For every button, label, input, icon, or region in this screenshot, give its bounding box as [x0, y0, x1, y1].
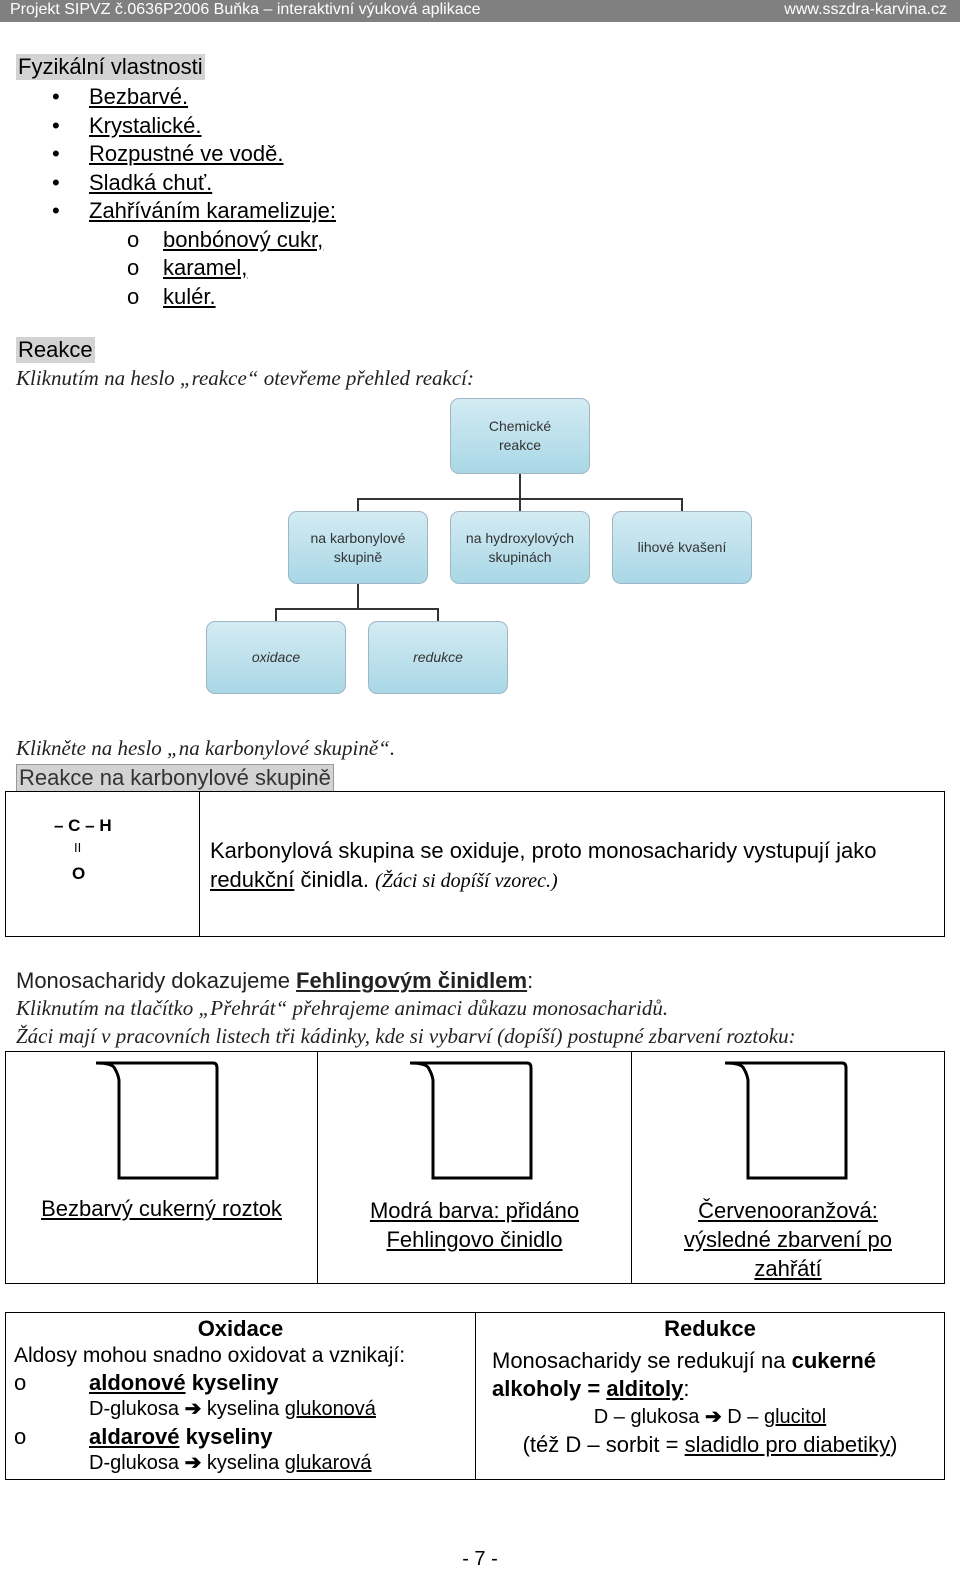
link-reductive[interactable]: redukční: [210, 867, 295, 892]
reduction-cell: Redukce Monosacharidy se redukují na cuk…: [475, 1312, 945, 1480]
carbonyl-text: Karbonylová skupina se oxiduje, proto mo…: [210, 838, 877, 863]
caption-blue: Modrá barva: přidáno Fehlingovo činidlo: [369, 1197, 580, 1252]
formula-double-bond: II: [74, 840, 82, 855]
reduction-title: Redukce: [664, 1316, 756, 1341]
list-item[interactable]: Krystalické.: [50, 112, 336, 141]
carbonyl-instruction: Klikněte na heslo „na karbonylové skupin…: [16, 736, 396, 760]
reactions-title[interactable]: Reakce: [16, 337, 95, 363]
fehling-link[interactable]: Fehlingovým činidlem: [296, 968, 528, 993]
arrow-icon: ➔: [184, 1452, 202, 1474]
reduction-line-3: (též D – sorbit = sladidlo pro diabetiky…: [522, 1432, 898, 1457]
list-item[interactable]: karamel,: [123, 254, 336, 283]
oxidation-item-2-line: D-glukosa ➔ kyselina glukarová: [89, 1452, 372, 1474]
physical-title: Fyzikální vlastnosti: [16, 54, 205, 80]
beaker-icon: [95, 1061, 219, 1180]
formula-line-3: O: [72, 864, 86, 883]
caption-cell-1: Bezbarvý cukerný roztok: [5, 1191, 318, 1284]
fehling-intro: Monosacharidy dokazujeme Fehlingovým čin…: [16, 968, 534, 993]
page-header: Projekt SIPVZ č.0636P2006 Buňka – intera…: [0, 0, 960, 22]
oxidation-item-1-line: D-glukosa ➔ kyselina glukonová: [89, 1398, 376, 1420]
diagram-carbonyl[interactable]: na karbonylové skupině: [288, 511, 428, 584]
list-item[interactable]: kulér.: [123, 283, 336, 312]
oxidation-intro: Aldosy mohou snadno oxidovat a vznikají:: [14, 1344, 406, 1367]
diagram-reduction[interactable]: redukce: [368, 621, 508, 694]
beakers-table: Bezbarvý cukerný roztok Modrá barva: při…: [5, 1051, 945, 1284]
diagram-oxidation[interactable]: oxidace: [206, 621, 346, 694]
reactions-instruction: Kliknutím na heslo „reakce“ otevřeme pře…: [16, 366, 474, 390]
header-website: www.sszdra-karvina.cz: [784, 1, 947, 18]
redox-table: Oxidace Aldosy mohou snadno oxidovat a v…: [5, 1312, 945, 1480]
caption-orange: Červenooranžová: výsledné zbarvení po za…: [684, 1197, 892, 1281]
formula-line-1: – C – H: [54, 816, 112, 835]
header-project: Projekt SIPVZ č.0636P2006 Buňka – intera…: [10, 1, 481, 18]
list-item[interactable]: Zahříváním karamelizuje: bonbónový cukr,…: [50, 197, 336, 311]
carbonyl-note: (Žáci si dopíší vzorec.): [375, 870, 558, 892]
arrow-icon: ➔: [184, 1398, 202, 1420]
reduction-line-2: D – glukosa ➔ D – glucitol: [593, 1406, 827, 1428]
formula-cell: – C – H II O: [5, 791, 200, 937]
beaker-cell-2: [317, 1051, 632, 1192]
physical-list: Bezbarvé. Krystalické. Rozpustné ve vodě…: [50, 83, 336, 311]
list-item[interactable]: Sladká chuť.: [50, 169, 336, 198]
caption-colorless: Bezbarvý cukerný roztok: [41, 1195, 282, 1221]
oxidation-title: Oxidace: [197, 1316, 284, 1341]
arrow-icon: ➔: [704, 1406, 722, 1428]
caramel-sublist: bonbónový cukr, karamel, kulér.: [123, 226, 336, 312]
carbonyl-table: – C – H II O Karbonylová skupina se oxid…: [5, 791, 945, 937]
reduction-text: Monosacharidy se redukují na cukerné alk…: [492, 1348, 877, 1401]
diagram-fermentation[interactable]: lihové kvašení: [612, 511, 752, 584]
diagram-hydroxyl[interactable]: na hydroxylových skupinách: [450, 511, 590, 584]
beaker-cell-3: [631, 1051, 945, 1192]
oxidation-cell: Oxidace Aldosy mohou snadno oxidovat a v…: [5, 1312, 476, 1480]
page-number: - 7 -: [462, 1548, 498, 1570]
carbonyl-text-end: činidla.: [294, 867, 376, 892]
list-item[interactable]: bonbónový cukr,: [123, 226, 336, 255]
carbonyl-text-cell: Karbonylová skupina se oxiduje, proto mo…: [199, 791, 945, 937]
list-item[interactable]: Rozpustné ve vodě.: [50, 140, 336, 169]
caption-cell-2: Modrá barva: přidáno Fehlingovo činidlo: [317, 1191, 632, 1284]
beaker-icon: [724, 1061, 848, 1180]
fehling-instruction-2: Žáci mají v pracovních listech tři kádin…: [16, 1024, 796, 1048]
fehling-instruction-1: Kliknutím na tlačítko „Přehrát“ přehraje…: [16, 996, 669, 1020]
carbonyl-title: Reakce na karbonylové skupině: [16, 764, 334, 792]
beaker-icon: [409, 1061, 533, 1180]
diagram-root[interactable]: Chemické reakce: [450, 398, 590, 474]
caption-cell-3: Červenooranžová: výsledné zbarvení po za…: [631, 1191, 945, 1284]
list-item[interactable]: Bezbarvé.: [50, 83, 336, 112]
beaker-cell-1: [5, 1051, 318, 1192]
